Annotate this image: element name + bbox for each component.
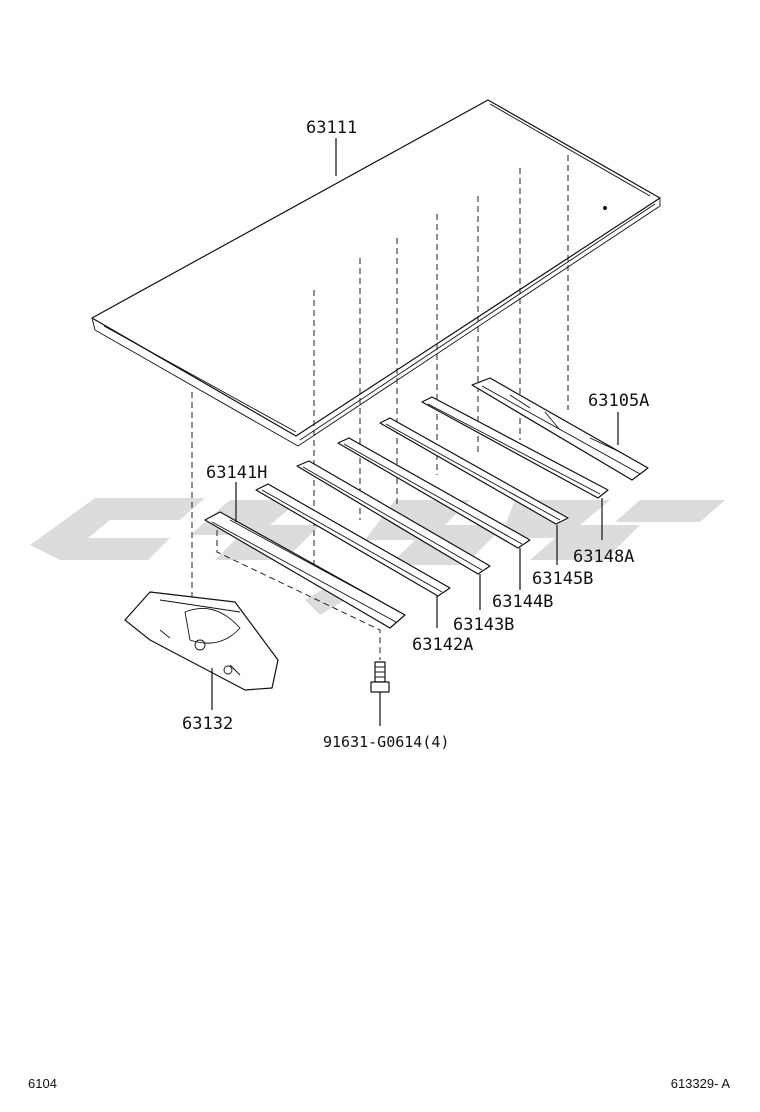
label-bow-3: 63143B: [453, 615, 514, 635]
label-bow-2: 63142A: [412, 635, 473, 655]
roof-panel[interactable]: [91, 99, 661, 447]
leader-lines: [211, 138, 619, 726]
watermark: [30, 498, 725, 615]
label-roof-panel: 63111: [306, 118, 357, 138]
label-front-bow: 63141H: [206, 463, 267, 483]
roof-reinforcement[interactable]: [124, 591, 279, 691]
page-code-right: 613329- A: [670, 1076, 730, 1091]
bow-3[interactable]: [296, 460, 491, 575]
alignment-lines: [191, 155, 569, 660]
label-bow-6: 63148A: [573, 547, 634, 567]
bolt[interactable]: [370, 661, 390, 693]
label-bow-4: 63144B: [492, 592, 553, 612]
label-rear-header: 63105A: [588, 391, 649, 411]
rear-header-panel[interactable]: [471, 377, 649, 481]
label-bow-5: 63145B: [532, 569, 593, 589]
front-bow[interactable]: [204, 511, 406, 629]
page-code-left: 6104: [28, 1076, 57, 1091]
bow-4[interactable]: [337, 437, 531, 549]
label-reinforcement: 63132: [182, 714, 233, 734]
label-bolt: 91631-G0614(4): [323, 733, 449, 751]
bow-2[interactable]: [255, 483, 451, 597]
bow-5[interactable]: [379, 417, 569, 525]
bow-6[interactable]: [421, 396, 609, 499]
